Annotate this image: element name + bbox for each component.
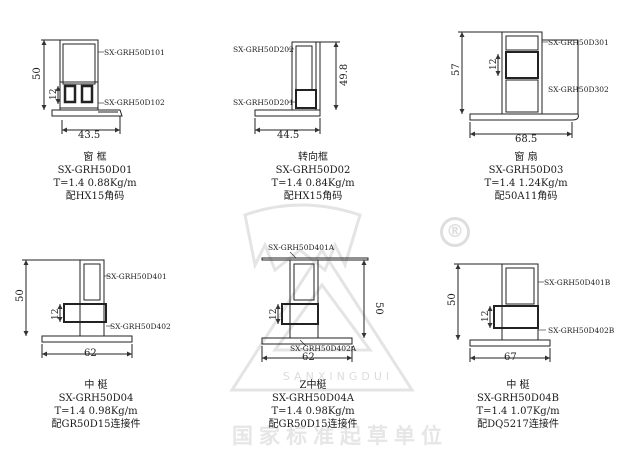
profile-accessory: 配HX15角码 xyxy=(65,191,125,202)
part-label: SX-GRH50D402B xyxy=(548,326,615,335)
dimension-label: 57 xyxy=(451,63,462,76)
profile-accessory: 配GR50D15连接件 xyxy=(51,419,141,430)
profile-drawing-d03 xyxy=(458,31,580,138)
profile-code: SX-GRH50D01 xyxy=(57,165,133,176)
profile-accessory: 配DQ5217连接件 xyxy=(477,419,559,430)
profile-name: 中 梃 xyxy=(84,380,108,391)
profile-code: SX-GRH50D04B xyxy=(476,393,560,404)
part-label: SX-GRH50D401A xyxy=(268,243,335,252)
dimension-label: 12 xyxy=(481,311,491,322)
profile-caption-d01: 窗 框 SX-GRH50D01 T=1.4 0.88Kg/m 配HX15角码 xyxy=(40,151,150,203)
profile-accessory: 配HX15角码 xyxy=(283,191,343,202)
dimension-label: 68.5 xyxy=(515,134,537,145)
profile-caption-d02: 转向框 SX-GRH50D02 T=1.4 0.84Kg/m 配HX15角码 xyxy=(258,151,368,203)
profile-code: SX-GRH50D04 xyxy=(58,393,134,404)
dimension-label: 44.5 xyxy=(277,130,299,141)
dimension-label: 12 xyxy=(269,309,279,320)
profile-name: 中 梃 xyxy=(506,380,530,391)
profile-thickness: T=1.4 1.24Kg/m xyxy=(484,178,568,189)
profile-drawing-d04 xyxy=(22,259,133,358)
part-label: SX-GRH50D401B xyxy=(544,278,611,287)
part-label: SX-GRH50D202 xyxy=(233,45,294,54)
profile-name: 窗 框 xyxy=(83,152,107,163)
dimension-label: 12 xyxy=(489,59,499,70)
part-label: SX-GRH50D101 xyxy=(104,48,165,57)
part-label: SX-GRH50D402 xyxy=(110,322,171,331)
profile-thickness: T=1.4 0.98Kg/m xyxy=(271,406,355,417)
logo-watermark xyxy=(229,203,415,392)
part-label: SX-GRH50D102 xyxy=(104,98,165,107)
registered-mark-watermark: ® xyxy=(440,217,470,247)
profile-code: SX-GRH50D04A xyxy=(272,393,354,404)
profile-name: 窗 扇 xyxy=(514,152,538,163)
profile-caption-d04: 中 梃 SX-GRH50D04 T=1.4 0.98Kg/m 配GR50D15连… xyxy=(36,379,156,431)
dimension-label: 50 xyxy=(373,302,384,315)
profile-caption-d04a: Z中梃 SX-GRH50D04A T=1.4 0.98Kg/m 配GR50D15… xyxy=(253,379,373,431)
profile-drawing-d04a xyxy=(261,251,369,362)
watermark-latin: SANXINGDUI xyxy=(282,370,394,383)
profile-thickness: T=1.4 1.07Kg/m xyxy=(476,406,560,417)
profile-code: SX-GRH50D02 xyxy=(275,165,351,176)
profile-thickness: T=1.4 0.88Kg/m xyxy=(53,178,137,189)
profile-code: SX-GRH50D03 xyxy=(488,165,564,176)
dimension-label: 12 xyxy=(49,89,59,100)
part-label: SX-GRH50D402A xyxy=(290,344,357,353)
watermark-text: 国家标准起草单位 xyxy=(232,424,448,448)
dimension-label: 49.8 xyxy=(339,64,350,86)
profile-accessory: 配50A11角码 xyxy=(494,191,558,202)
profile-name: 转向框 xyxy=(298,152,328,163)
part-label: SX-GRH50D201 xyxy=(233,98,294,107)
part-label: SX-GRH50D401 xyxy=(106,272,167,281)
dimension-label: 62 xyxy=(302,352,315,363)
part-label: SX-GRH50D301 xyxy=(548,38,609,47)
profile-thickness: T=1.4 0.84Kg/m xyxy=(271,178,355,189)
dimension-label: 12 xyxy=(51,309,61,320)
profile-accessory: 配GR50D15连接件 xyxy=(268,419,358,430)
profile-caption-d03: 窗 扇 SX-GRH50D03 T=1.4 1.24Kg/m 配50A11角码 xyxy=(466,151,586,203)
dimension-label: 50 xyxy=(15,289,26,302)
dimension-label: 50 xyxy=(32,67,43,80)
profile-drawing-d02 xyxy=(254,41,340,134)
profile-drawing-d04b xyxy=(454,263,551,362)
profile-name: Z中梃 xyxy=(299,380,327,391)
profile-drawing-d01 xyxy=(41,39,123,134)
dimension-label: 62 xyxy=(84,348,97,359)
profile-thickness: T=1.4 0.98Kg/m xyxy=(54,406,138,417)
part-label: SX-GRH50D302 xyxy=(548,85,609,94)
dimension-label: 43.5 xyxy=(78,130,100,141)
dimension-label: 67 xyxy=(504,352,517,363)
profile-caption-d04b: 中 梃 SX-GRH50D04B T=1.4 1.07Kg/m 配DQ5217连… xyxy=(458,379,578,431)
dimension-label: 50 xyxy=(447,293,458,306)
